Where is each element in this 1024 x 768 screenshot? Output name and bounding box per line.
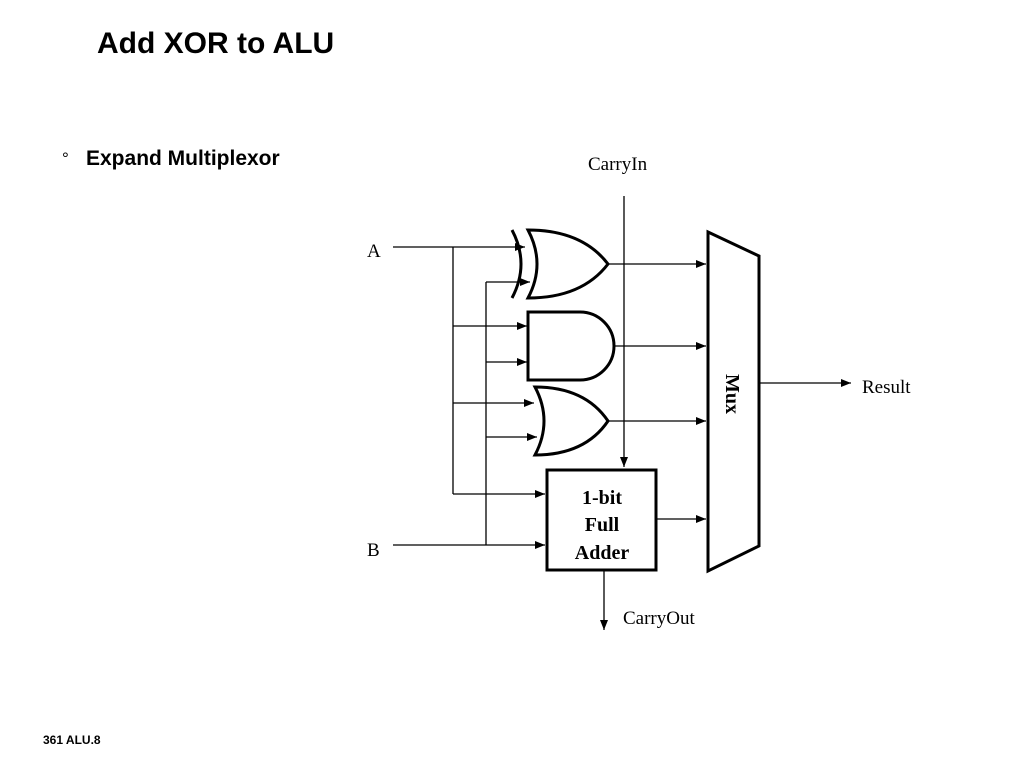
bullet-text: Expand Multiplexor xyxy=(86,147,280,170)
input-a-wires xyxy=(393,243,545,498)
label-result: Result xyxy=(862,377,911,398)
label-adder-line-3: Adder xyxy=(575,542,630,564)
slide-title: Add XOR to ALU xyxy=(97,27,335,60)
slide-footer: 361 ALU.8 xyxy=(43,733,101,747)
label-mux: Mux xyxy=(721,374,743,414)
mux xyxy=(706,229,761,574)
input-b-wires xyxy=(393,278,545,549)
label-carry-out: CarryOut xyxy=(623,608,695,629)
full-adder xyxy=(545,468,658,572)
or-gate xyxy=(532,385,610,457)
label-carry-in: CarryIn xyxy=(588,154,648,175)
label-adder-line-1: 1-bit xyxy=(582,487,622,509)
bullet-mark: ° xyxy=(62,149,69,168)
bullet-item: ° Expand Multiplexor xyxy=(62,145,280,173)
and-gate xyxy=(526,310,616,382)
label-adder-line-2: Full xyxy=(585,514,620,536)
label-input-a: A xyxy=(367,241,381,262)
xor-gate xyxy=(510,228,610,300)
label-input-b: B xyxy=(367,540,380,561)
